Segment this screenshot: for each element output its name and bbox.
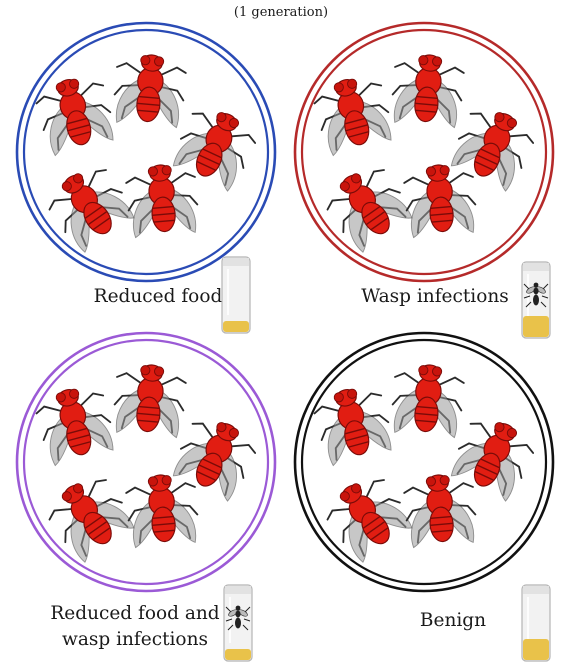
petri-dish-icon bbox=[12, 328, 280, 596]
dish-reduced-food bbox=[12, 18, 280, 286]
food-layer bbox=[523, 316, 549, 337]
vial-wasp-infections bbox=[519, 260, 553, 340]
label-benign: Benign bbox=[398, 608, 508, 634]
fruit-fly-icon bbox=[447, 100, 539, 193]
food-layer bbox=[225, 649, 251, 660]
fruit-fly-icon bbox=[41, 468, 138, 565]
vial-reduced-food bbox=[219, 255, 253, 335]
fruit-fly-icon bbox=[41, 158, 138, 255]
fruit-fly-icon bbox=[447, 410, 539, 503]
fruit-fly-icon bbox=[403, 162, 478, 238]
label-wasp-infections: Wasp infections bbox=[350, 284, 520, 310]
label-line: Reduced food bbox=[94, 286, 223, 307]
petri-dish-icon bbox=[290, 18, 558, 286]
fruit-fly-icon bbox=[112, 362, 187, 438]
label-line: Benign bbox=[420, 610, 486, 631]
food-layer bbox=[523, 639, 549, 660]
vial-benign bbox=[519, 583, 553, 663]
fruit-fly-icon bbox=[125, 472, 200, 548]
fruit-fly-icon bbox=[390, 362, 465, 438]
fruit-fly-icon bbox=[319, 158, 416, 255]
dish-benign bbox=[290, 328, 558, 596]
vial-icon bbox=[221, 583, 255, 663]
vial-icon bbox=[219, 255, 253, 335]
petri-dish-icon bbox=[12, 18, 280, 286]
vial-reduced-food-and-wasp-infections bbox=[221, 583, 255, 663]
label-line: Wasp infections bbox=[361, 286, 509, 307]
fruit-fly-icon bbox=[112, 52, 187, 128]
vial-icon bbox=[519, 583, 553, 663]
petri-dish-icon bbox=[290, 328, 558, 596]
dish-reduced-food-and-wasp-infections bbox=[12, 328, 280, 596]
fruit-fly-icon bbox=[169, 410, 261, 503]
label-reduced-food-and-wasp-infections: Reduced food and wasp infections bbox=[30, 601, 240, 653]
fruit-fly-icon bbox=[390, 52, 465, 128]
label-line: Reduced food and bbox=[30, 601, 240, 627]
food-layer bbox=[223, 321, 249, 332]
fruit-fly-icon bbox=[169, 100, 261, 193]
vial-icon bbox=[519, 260, 553, 340]
label-line: wasp infections bbox=[30, 627, 240, 653]
fruit-fly-icon bbox=[403, 472, 478, 548]
fruit-fly-icon bbox=[125, 162, 200, 238]
dish-wasp-infections bbox=[290, 18, 558, 286]
fruit-fly-icon bbox=[319, 468, 416, 565]
